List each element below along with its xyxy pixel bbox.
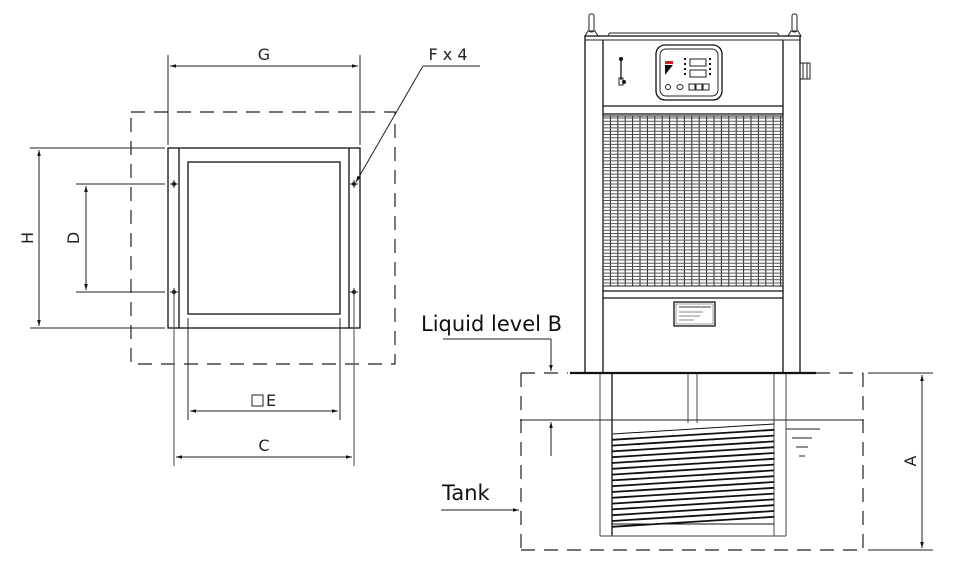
bolt-holes — [170, 180, 358, 296]
condenser-grille — [603, 116, 783, 286]
dimension-G: G — [167, 45, 361, 145]
label-D: D — [64, 232, 83, 244]
label-G: G — [258, 45, 270, 64]
dimension-A: A — [868, 372, 933, 551]
display-bottom — [689, 69, 707, 78]
label-E: E — [266, 391, 276, 410]
coil-winding — [611, 440, 775, 453]
tank-pointer: Tank — [441, 481, 519, 512]
coil-winding — [611, 510, 775, 522]
dimension-C: C — [173, 296, 355, 466]
label-tank: Tank — [441, 481, 491, 505]
logo-icon — [665, 65, 673, 75]
lifting-eye-right — [787, 13, 802, 37]
top-view: G F x 4 H D E — [18, 45, 480, 466]
coil-winding — [611, 457, 775, 470]
tank-outline — [520, 372, 864, 551]
coil-winding — [611, 504, 775, 517]
controller-panel — [655, 44, 723, 101]
coil-winding — [611, 486, 775, 499]
level-gauge — [618, 57, 626, 86]
lifting-eye-left — [584, 13, 599, 37]
coil-winding — [611, 475, 775, 488]
immersion-section — [599, 374, 787, 537]
coil-winding — [611, 492, 775, 505]
top-cover — [607, 32, 780, 36]
dimension-H: H — [18, 147, 165, 329]
coil-winding — [611, 515, 775, 528]
nameplate — [673, 301, 716, 327]
display-top — [689, 58, 707, 67]
dimension-B: Liquid level B — [421, 312, 562, 456]
brand-mark — [665, 61, 673, 64]
hatched-body — [187, 161, 341, 315]
coil-winding — [611, 469, 775, 482]
coil-winding — [611, 481, 775, 493]
liquid-level-symbol-icon — [786, 428, 820, 457]
label-liquid-level: Liquid level B — [421, 312, 562, 336]
label-C: C — [258, 436, 269, 455]
square-symbol-icon — [251, 394, 264, 407]
leader-F: F x 4 — [355, 45, 480, 183]
power-button-icon — [665, 84, 671, 90]
cutout-outline — [130, 111, 396, 365]
coil-winding — [611, 434, 775, 447]
dimension-E: E — [187, 318, 341, 420]
coil-winding — [611, 452, 775, 464]
label-F: F x 4 — [428, 45, 467, 64]
flange-outline — [167, 147, 361, 329]
coil-winding — [611, 498, 775, 511]
label-H: H — [18, 232, 37, 244]
dimension-D: D — [64, 183, 165, 293]
cable-gland — [799, 62, 811, 80]
evaporator-coil — [611, 423, 775, 528]
coil-winding — [611, 463, 775, 476]
coil-winding — [611, 423, 775, 435]
coil-winding — [611, 446, 775, 459]
label-A: A — [901, 455, 920, 466]
coil-winding — [611, 428, 775, 441]
side-view: Liquid level B Tank A — [421, 13, 933, 551]
